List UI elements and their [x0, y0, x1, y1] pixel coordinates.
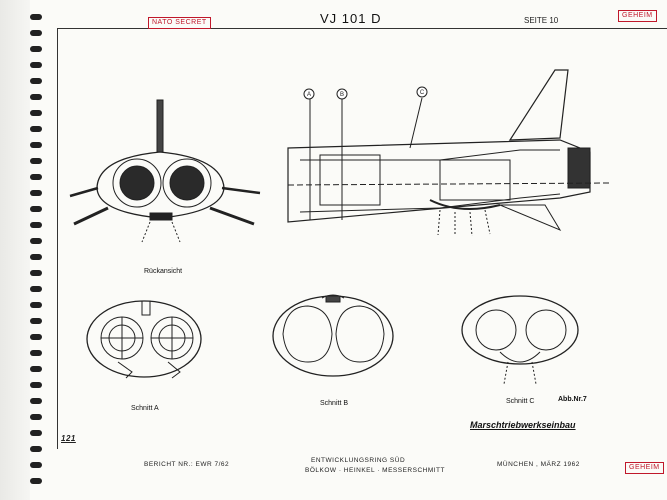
binder-ring: [30, 78, 42, 84]
binder-ring: [30, 350, 42, 356]
binder-ring: [30, 46, 42, 52]
binder-ring: [30, 286, 42, 292]
binder-ring: [30, 142, 42, 148]
binder-ring: [30, 222, 42, 228]
drawing-frame: [57, 28, 667, 449]
binder-ring: [30, 382, 42, 388]
binder-ring: [30, 366, 42, 372]
classification-stamp-footer: GEHEIM: [625, 462, 664, 474]
main-caption: Marschtriebwerkseinbau: [470, 420, 576, 430]
caption-section-a: Schnitt A: [131, 405, 159, 412]
side-view-drawing: [287, 69, 611, 237]
binder-edge: [0, 0, 30, 500]
callout-a-circle: [303, 88, 315, 100]
figure-number: Abb.Nr.7: [558, 396, 587, 403]
section-a-drawing: [86, 300, 202, 379]
report-number: BERICHT NR.: EWR 7/62: [144, 461, 230, 468]
binder-ring: [30, 62, 42, 68]
organization-line-1: ENTWICKLUNGSRING SÜD: [311, 457, 406, 464]
binder-ring: [30, 478, 42, 484]
binder-ring: [30, 30, 42, 36]
section-b-drawing: [272, 294, 394, 377]
binder-ring: [30, 318, 42, 324]
binder-ring: [30, 446, 42, 452]
caption-section-b: Schnitt B: [320, 400, 349, 407]
binder-ring: [30, 190, 42, 196]
caption-rear-view: Rückansicht: [144, 268, 183, 275]
callout-c: C: [420, 90, 425, 96]
classification-stamp-right: GEHEIM: [618, 10, 657, 22]
binder-ring: [30, 302, 42, 308]
callout-a: A: [307, 92, 311, 98]
callout-b: B: [340, 92, 344, 98]
callout-c-circle: [416, 86, 428, 98]
binder-ring: [30, 126, 42, 132]
page-title: VJ 101 D: [320, 11, 382, 26]
document-sheet: [10, 0, 667, 500]
section-c-drawing: [461, 295, 579, 385]
caption-section-c: Schnitt C: [506, 398, 535, 405]
binder-ring: [30, 110, 42, 116]
binder-ring: [30, 158, 42, 164]
classification-stamp-left: NATO SECRET: [148, 17, 211, 29]
binder-ring: [30, 238, 42, 244]
page-label: SEITE 10: [524, 16, 559, 25]
binder-ring: [30, 462, 42, 468]
binder-ring: [30, 14, 42, 20]
binder-ring: [30, 206, 42, 212]
binder-ring: [30, 94, 42, 100]
binder-ring: [30, 174, 42, 180]
binder-ring: [30, 334, 42, 340]
place-date: MÜNCHEN , MÄRZ 1962: [497, 461, 580, 468]
organization-line-2: BÖLKOW · HEINKEL · MESSERSCHMITT: [305, 467, 445, 474]
binder-ring: [30, 254, 42, 260]
binder-ring: [30, 430, 42, 436]
binder-ring: [30, 270, 42, 276]
page-number: 121: [61, 434, 76, 443]
binder-ring: [30, 414, 42, 420]
callout-b-circle: [336, 88, 348, 100]
binder-ring: [30, 398, 42, 404]
rear-view-drawing: [69, 99, 261, 243]
